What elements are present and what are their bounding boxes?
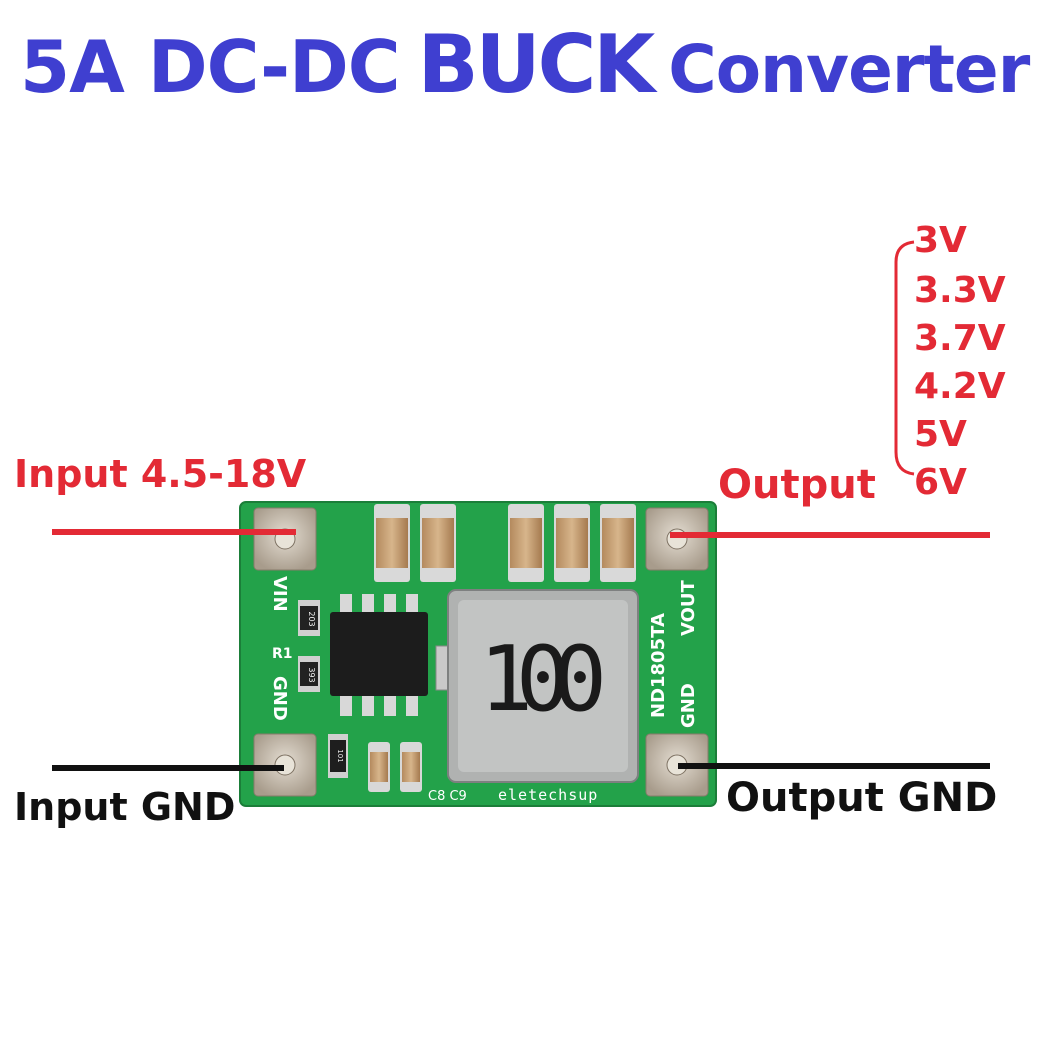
r1-silkscreen: R1 [272,646,293,662]
voltage-bracket [894,240,915,476]
pad-gnd-right [645,733,709,797]
output-gnd-label: Output GND [726,775,998,821]
resistor-r1: 393 [298,656,320,692]
output-voltage-3v: 3V [914,220,967,261]
output-label: Output [718,462,876,508]
output-wire-red [670,532,990,538]
input-voltage-label: Input 4.5-18V [14,452,307,496]
gnd-left-silkscreen: GND [269,676,290,721]
inductor-marking: 100 [479,627,607,732]
pad-vin [253,507,317,571]
caps-silkscreen: C8 C9 [428,789,467,804]
model-silkscreen: ND1805TA [648,613,669,718]
input-wire-black [52,765,284,771]
title-part-2: BUCK [417,18,656,111]
gnd-right-silkscreen: GND [678,683,699,728]
small-resistor-code: 101 [336,749,344,762]
inductor: 100 [435,589,639,783]
output-voltage-6v: 6V [914,462,967,503]
output-wire-black [678,763,990,769]
output-voltage-4v2: 4.2V [914,366,1006,407]
vout-silkscreen: VOUT [678,579,699,636]
title-part-1: 5A DC-DC [20,25,401,109]
output-voltage-5v: 5V [914,414,967,455]
resistor-r2: 203 [298,600,320,636]
bottom-capacitors [368,742,422,792]
resistor-code-bottom: 393 [307,667,316,682]
output-voltage-3v7: 3.7V [914,318,1006,359]
resistor-code-top: 203 [307,611,316,626]
buck-converter-board: 203 393 R1 100 101 VIN GND VOUT GND ND18… [239,501,717,807]
top-capacitors [374,504,636,582]
output-voltage-3v3: 3.3V [914,270,1006,311]
page-title: 5A DC-DC BUCK Converter [20,18,1030,118]
title-part-3: Converter [668,31,1030,108]
brand-silkscreen: eletechsup [498,786,598,804]
input-wire-red [52,529,296,535]
pad-gnd-left [253,733,317,797]
pad-vout [645,507,709,571]
small-resistor: 101 [328,734,348,778]
input-gnd-label: Input GND [14,785,236,829]
vin-silkscreen: VIN [269,576,290,612]
ic-chip [330,594,428,716]
